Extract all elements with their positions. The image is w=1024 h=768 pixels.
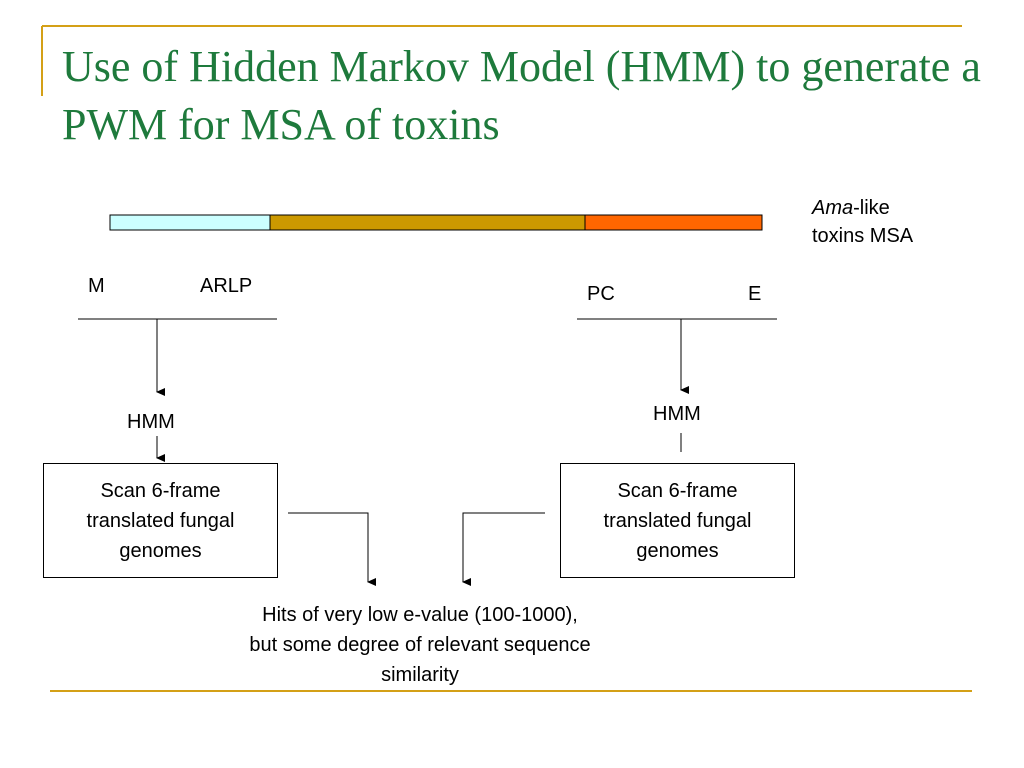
msa-label-line2: toxins MSA — [812, 225, 914, 247]
result-line1: Hits of very low e-value (100-1000), — [262, 604, 578, 626]
msa-segment-middle — [269, 214, 586, 231]
right-connector — [462, 512, 545, 586]
left-box-line3: genomes — [119, 539, 202, 562]
left-connector — [288, 512, 376, 586]
right-label-end: E — [748, 283, 762, 305]
left-box-line1: Scan 6-frame — [100, 479, 221, 502]
result-line2: but some degree of relevant sequence — [249, 634, 591, 656]
slide-title: Use of Hidden Markov Model (HMM) to gene… — [62, 42, 981, 149]
result-text: Hits of very low e-value (100-1000), but… — [180, 600, 660, 690]
msa-label-rest: -like — [853, 197, 890, 219]
left-hmm-label: HMM — [127, 411, 175, 433]
right-hmm-label: HMM — [653, 403, 701, 425]
msa-segment-end — [584, 214, 763, 231]
left-box-line2: translated fungal — [86, 509, 235, 532]
right-box-line2: translated fungal — [603, 509, 752, 532]
left-label-end: ARLP — [200, 275, 253, 297]
right-box-line1: Scan 6-frame — [617, 479, 738, 502]
left-label-start: M — [88, 275, 105, 297]
right-scan-box: Scan 6-frame translated fungal genomes — [560, 463, 795, 578]
msa-label-italic: Ama — [812, 197, 854, 219]
msa-segment-leader — [109, 214, 271, 231]
left-scan-box: Scan 6-frame translated fungal genomes — [43, 463, 278, 578]
right-label-start: PC — [587, 283, 615, 305]
right-box-line3: genomes — [636, 539, 719, 562]
result-line3: similarity — [381, 664, 459, 686]
msa-label: Ama-like toxins MSA — [812, 194, 913, 250]
